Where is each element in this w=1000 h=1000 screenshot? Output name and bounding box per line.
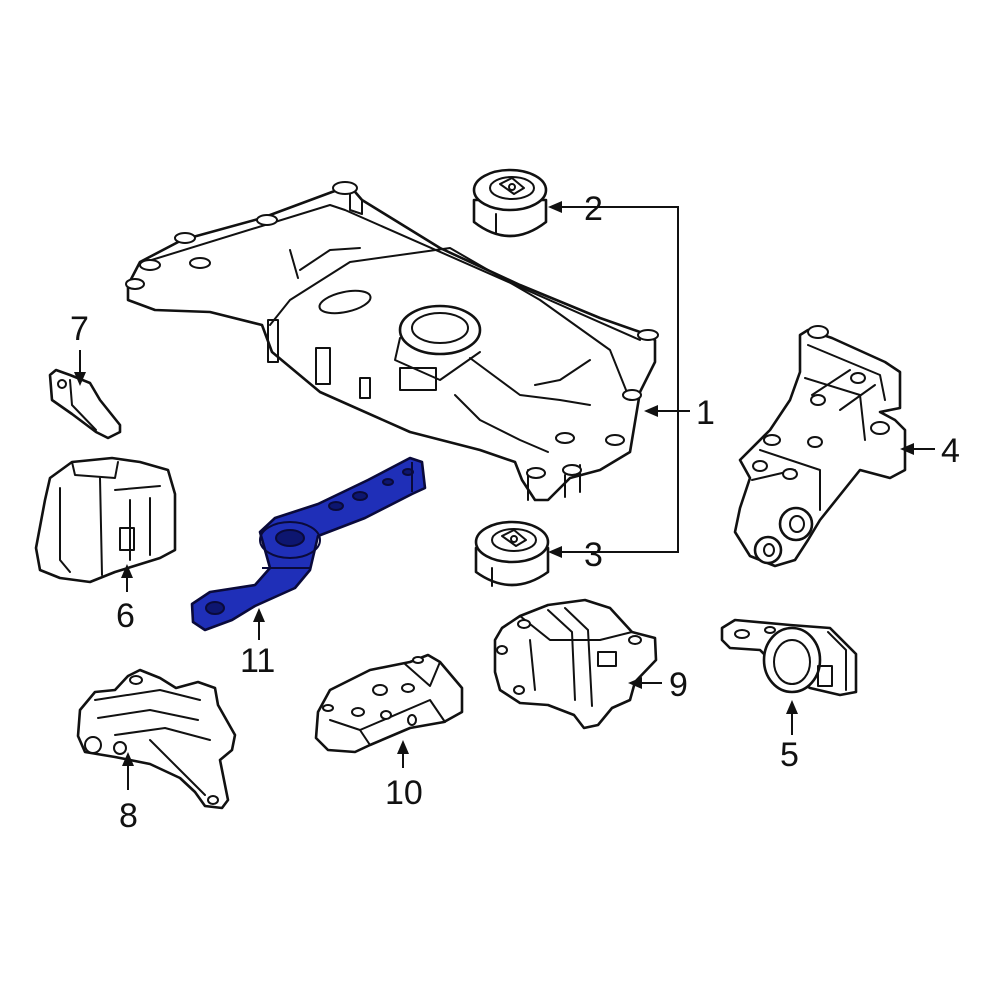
arrow-7 — [74, 372, 86, 386]
mount-part-10[interactable] — [314, 653, 464, 754]
arrow-6 — [121, 564, 133, 578]
callout-7[interactable]: 7 — [70, 310, 89, 348]
bracket-part-7[interactable] — [48, 368, 122, 440]
callout-4[interactable]: 4 — [941, 432, 960, 470]
upper-bushing-part-2[interactable] — [472, 168, 548, 238]
bracket-part-5[interactable] — [720, 618, 858, 697]
arrow-10 — [397, 740, 409, 754]
arrow-1 — [644, 405, 658, 417]
arrow-8 — [122, 752, 134, 766]
mount-part-8[interactable] — [76, 668, 237, 810]
callout-1[interactable]: 1 — [696, 394, 715, 432]
callout-10[interactable]: 10 — [385, 774, 423, 812]
arrow-2 — [548, 201, 562, 213]
callout-2[interactable]: 2 — [584, 190, 603, 228]
arrow-3 — [548, 546, 562, 558]
callout-3[interactable]: 3 — [584, 536, 603, 574]
callout-5[interactable]: 5 — [780, 736, 799, 774]
callout-8[interactable]: 8 — [119, 797, 138, 835]
callout-11[interactable]: 11 — [240, 642, 275, 680]
callout-9[interactable]: 9 — [669, 666, 688, 704]
subframe-part-1[interactable] — [125, 181, 659, 502]
bracket-part-4[interactable] — [733, 325, 907, 568]
callout-6[interactable]: 6 — [116, 597, 135, 635]
callout-labels: 2 1 3 4 5 6 7 8 9 10 11 — [70, 190, 960, 835]
torque-rod-part-11[interactable] — [190, 456, 427, 632]
lower-bushing-part-3[interactable] — [474, 520, 550, 587]
arrow-9 — [628, 677, 642, 689]
transmission-mount-part-9[interactable] — [493, 598, 658, 730]
arrow-5 — [786, 700, 798, 714]
arrow-4 — [900, 443, 914, 455]
mount-part-6[interactable] — [34, 456, 177, 584]
leader-lines — [74, 201, 935, 790]
arrow-11 — [253, 608, 265, 622]
